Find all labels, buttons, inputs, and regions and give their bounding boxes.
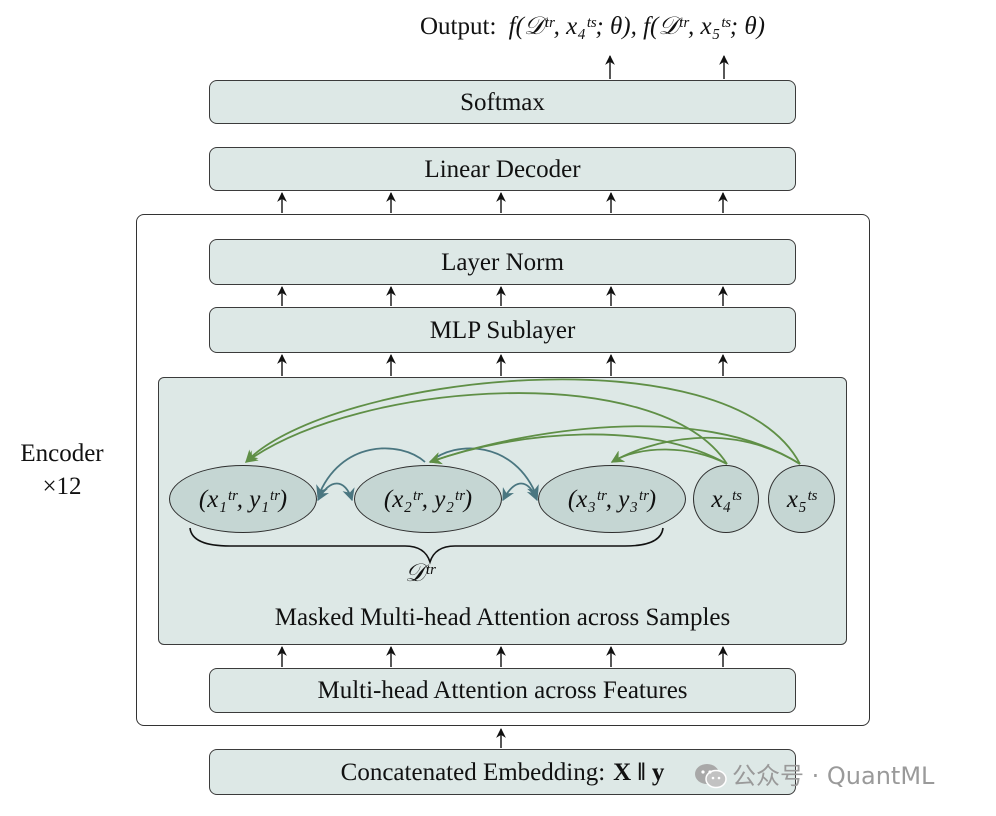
- layer-norm-block: Layer Norm: [209, 239, 796, 285]
- node-train-2-label: (x₂ᵗʳ, y₂ᵗʳ): [383, 485, 473, 513]
- embedding-block: Concatenated Embedding: X ‖ y: [209, 749, 796, 795]
- node-train-2: (x₂ᵗʳ, y₂ᵗʳ): [354, 465, 502, 533]
- softmax-block: Softmax: [209, 80, 796, 124]
- wechat-icon: [695, 764, 727, 789]
- encoder-frame: [136, 214, 870, 726]
- encoder-name: Encoder: [20, 440, 104, 467]
- train-set-label: 𝒟ᵗʳ: [405, 560, 435, 587]
- embedding-formula: X ‖ y: [613, 758, 665, 786]
- encoder-repeat: ×12: [42, 472, 82, 500]
- node-test-5-label: x₅ᵗˢ: [786, 485, 817, 513]
- node-train-3: (x₃ᵗʳ, y₃ᵗʳ): [538, 465, 686, 533]
- linear-decoder-block: Linear Decoder: [209, 147, 796, 191]
- node-test-4-label: x₄ᵗˢ: [711, 485, 741, 513]
- encoder-to-decoder-arrows: [277, 192, 728, 213]
- node-train-1: (x₁ᵗʳ, y₁ᵗʳ): [169, 465, 317, 533]
- encoder-label: Encoder ×12: [6, 438, 118, 503]
- node-test-5: x₅ᵗˢ: [768, 465, 835, 533]
- watermark: 公众号 · QuantML: [694, 762, 934, 790]
- feature-attention-block: Multi-head Attention across Features: [209, 668, 796, 713]
- node-train-1-label: (x₁ᵗʳ, y₁ᵗʳ): [198, 485, 288, 513]
- mlp-sublayer-label: MLP Sublayer: [429, 316, 576, 344]
- mlp-sublayer-block: MLP Sublayer: [209, 307, 796, 353]
- linear-decoder-label: Linear Decoder: [424, 155, 581, 183]
- node-train-3-label: (x₃ᵗʳ, y₃ᵗʳ): [567, 485, 657, 513]
- output-arrows: [605, 55, 729, 79]
- masked-attention-label: Masked Multi-head Attention across Sampl…: [274, 604, 731, 631]
- feature-attention-label: Multi-head Attention across Features: [317, 677, 688, 704]
- node-test-4: x₄ᵗˢ: [693, 465, 759, 533]
- layer-norm-label: Layer Norm: [441, 248, 564, 276]
- watermark-text: 公众号 · QuantML: [732, 762, 935, 790]
- output-prefix: Output:: [420, 13, 497, 40]
- embedding-label: Concatenated Embedding:: [340, 758, 606, 786]
- output-formula: f(𝒟ᵗʳ, x₄ᵗˢ; θ), f(𝒟ᵗʳ, x₅ᵗˢ; θ): [508, 13, 765, 40]
- output-label: Output: f(𝒟ᵗʳ, x₄ᵗˢ; θ), f(𝒟ᵗʳ, x₅ᵗˢ; θ): [420, 14, 765, 39]
- softmax-label: Softmax: [460, 88, 545, 116]
